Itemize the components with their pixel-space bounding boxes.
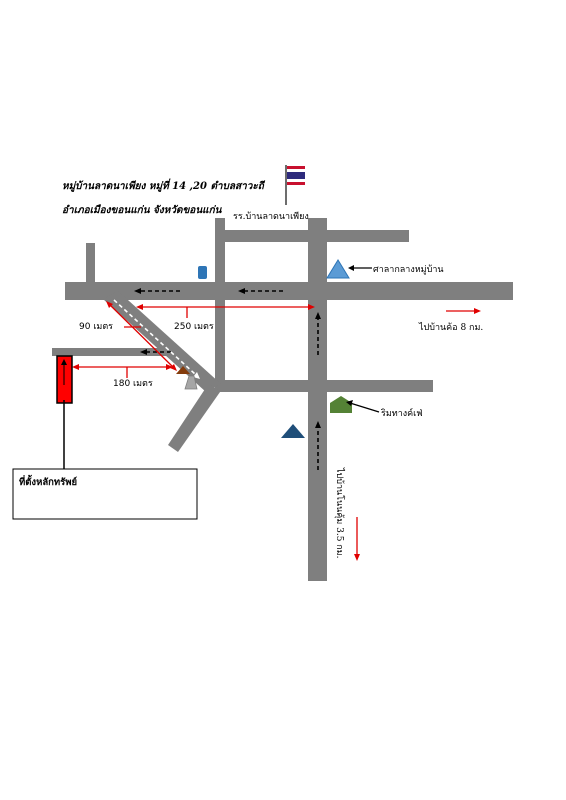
distance-180m: 180 เมตร [113,379,153,389]
property-marker-icon [56,355,73,470]
title-line2: อำเภอเมืองขอนแก่น จังหวัดขอนแก่น [62,204,223,216]
thai-flag-icon [285,165,305,205]
road-center-vertical [215,218,225,384]
red-direction-arrows [354,308,481,561]
cafe-label: ริมทางค์เฟ่ [381,407,423,419]
to-ban-nong-khun-label: ไปบ้านโนนคุ้ม 3.5 กม. [334,467,345,559]
road-main-horizontal [65,282,513,300]
landmark-icon [281,424,305,438]
distance-markers [72,301,315,378]
title-line1: หมู่บ้านลาดนาเพียง หมู่ที่ 14 ,20 ตำบลสา… [62,178,266,192]
cafe-icon [330,396,352,413]
water-tank-icon [198,266,207,279]
road-southwest [168,383,220,452]
property-label-box [12,468,198,520]
temple-roof-icon [176,366,190,374]
school-label: รร.บ้านลาดนาเพียง [233,211,309,222]
road-network [52,218,513,581]
stupa-icon [184,375,198,390]
distance-250m: 250 เมตร [174,322,214,332]
distance-90m: 90 เมตร [79,322,113,332]
village-hall-label: ศาลากลางหมู่บ้าน [373,264,444,275]
property-location-label: ที่ตั้งหลักทรัพย์ [19,474,77,488]
direction-arrows [113,288,321,470]
road-left-stub [86,243,95,283]
road-right-vertical [308,218,327,581]
road-left-branch [52,348,180,356]
village-hall-icon [326,259,350,279]
to-ban-kho-label: ไปบ้านค้อ 8 กม. [418,322,483,333]
